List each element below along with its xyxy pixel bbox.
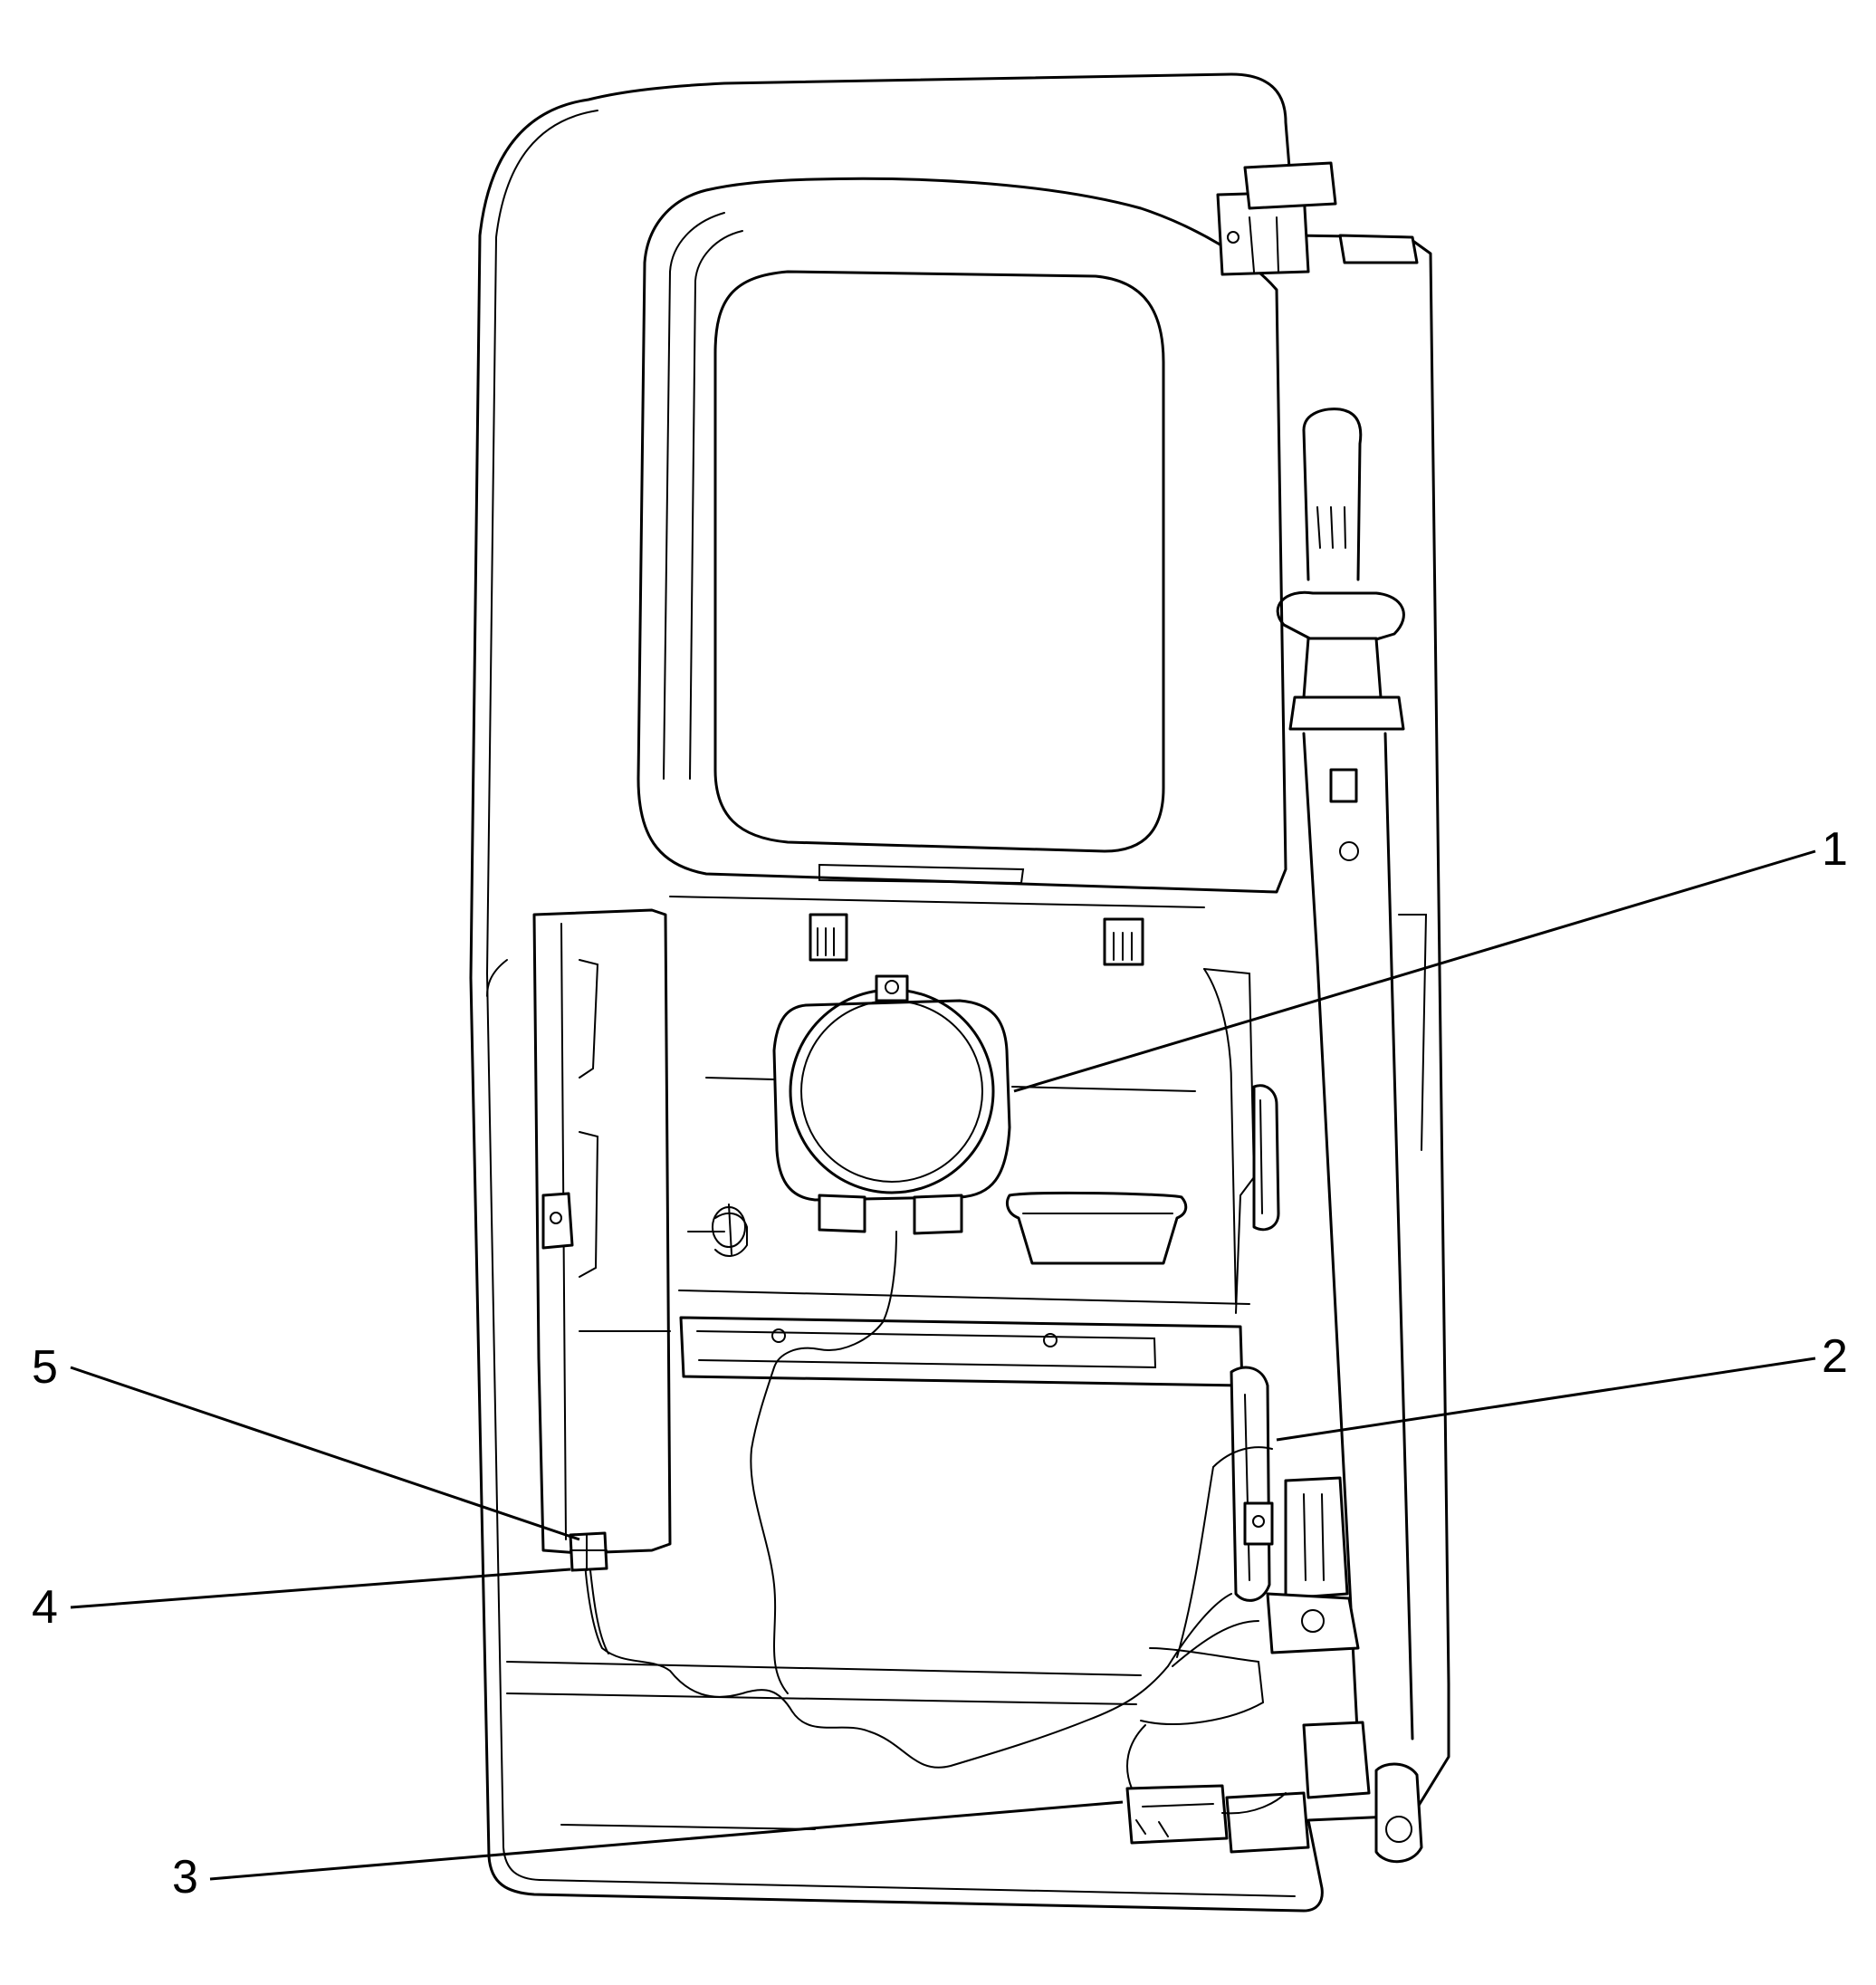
callout-labels: 1 2 3 4 5 bbox=[32, 823, 1848, 1903]
callout-1: 1 bbox=[1822, 823, 1848, 876]
door-pocket bbox=[1006, 1191, 1188, 1265]
leader-5 bbox=[70, 1366, 580, 1541]
wiring-harness bbox=[583, 1231, 1287, 1815]
window-frame bbox=[636, 177, 1287, 894]
callout-4: 4 bbox=[32, 1581, 58, 1634]
door-shell bbox=[469, 72, 1450, 1913]
leader-1 bbox=[1013, 849, 1816, 1093]
seat-belt-assembly bbox=[1276, 408, 1428, 1750]
lower-hinge bbox=[1125, 1721, 1423, 1864]
leader-4 bbox=[70, 1568, 571, 1609]
harness-connector bbox=[569, 1531, 608, 1572]
leader-3 bbox=[209, 1800, 1124, 1881]
latch-mechanism bbox=[1140, 1366, 1360, 1725]
inner-panel bbox=[506, 896, 1280, 1830]
upper-hinge bbox=[1216, 161, 1419, 276]
lock-rod bbox=[687, 1203, 748, 1257]
callout-5: 5 bbox=[32, 1341, 58, 1394]
callout-leaders bbox=[70, 849, 1816, 1881]
speaker bbox=[705, 974, 1196, 1235]
callout-3: 3 bbox=[172, 1851, 198, 1903]
leader-2 bbox=[1276, 1357, 1816, 1442]
left-channel bbox=[532, 908, 672, 1555]
callout-2: 2 bbox=[1822, 1330, 1848, 1383]
